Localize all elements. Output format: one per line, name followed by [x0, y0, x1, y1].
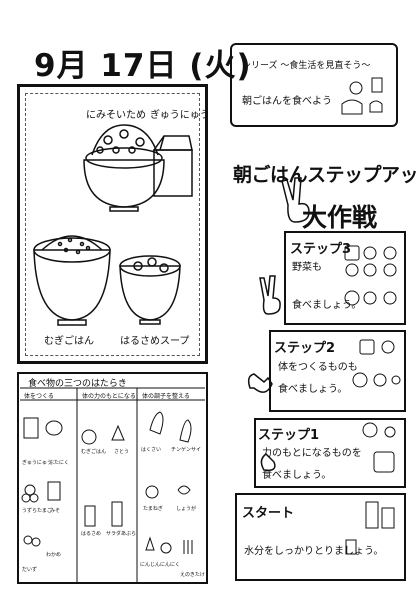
column-header: 体の力のもとになる [82, 393, 136, 400]
series-title: シリーズ 〜食生活を見直そう〜 [242, 61, 371, 71]
food-item: むぎごはん [81, 449, 107, 455]
food-item: うずらたまご [22, 508, 52, 514]
food-item: みそ [50, 508, 61, 514]
food-function-title: 食べ物の三つのはたらき [28, 379, 127, 389]
stir-fry-bowl-icon [83, 124, 165, 212]
step-text: 体をつくるものも [278, 362, 358, 373]
campaign-subtitle: 大作戦 [302, 203, 378, 232]
step-title: ステップ2 [274, 341, 336, 356]
breakfast-food-icons [341, 77, 383, 115]
series-subtitle: 朝ごはんを食べよう [242, 96, 332, 107]
food-item: サラダあぶら [106, 531, 137, 537]
column-header: 体をつくる [24, 393, 54, 400]
food-item: たまねぎ [143, 506, 163, 512]
step-text: 食べましょう。 [278, 384, 348, 395]
food-item: だいず [22, 567, 38, 573]
milk-carton-icon [152, 135, 193, 197]
food-table-icons [21, 411, 193, 554]
menu-item-label: にみそいため [86, 110, 146, 121]
victory-hand-icon [281, 177, 310, 223]
food-item: えのきたけ [180, 572, 205, 578]
step-title: スタート [242, 506, 295, 521]
menu-inner-frame [25, 93, 200, 356]
food-item: はくさい [141, 447, 162, 453]
menu-frame [17, 84, 208, 364]
rice-bowl-icon [33, 235, 111, 326]
step-text: 水分をしっかりとりましょう。 [244, 546, 384, 557]
column-header: 体の調子を整える [142, 393, 190, 400]
step-text: 力のもとになるものを [262, 448, 362, 459]
food-item: チンゲンサイ [171, 447, 202, 453]
hand-gesture-icons [247, 275, 281, 472]
food-item: ぶたにく [49, 460, 69, 466]
food-item: さとう [114, 449, 130, 455]
step-text: 食べましょう。 [292, 300, 362, 311]
soup-bowl-icon [119, 255, 181, 325]
menu-item-label: ぎゅうにゅう [150, 110, 210, 121]
menu-item-label: はるさめスープ [120, 336, 190, 347]
food-item: はるさめ [81, 531, 102, 537]
campaign-title: 朝ごはんステップアップ [233, 164, 420, 186]
step-title: ステップ1 [258, 428, 320, 443]
food-table-grid [20, 387, 205, 582]
step-text: 野菜も [292, 262, 322, 273]
food-item: しょうが [176, 506, 197, 512]
series-frame [230, 43, 398, 127]
staircase [235, 231, 406, 581]
step-food-icons [344, 245, 401, 555]
food-item: にんにく [160, 562, 180, 568]
food-item: ぎゅうにゅう [22, 460, 52, 466]
food-item: わかめ [46, 552, 62, 558]
food-function-frame [17, 372, 208, 584]
step-text: 食べましょう。 [262, 470, 332, 481]
date-heading: 9月 17日 (火) [34, 48, 252, 84]
menu-item-label: むぎごはん [44, 336, 94, 347]
step-title: ステップ3 [290, 242, 352, 257]
food-item: にんじん [140, 562, 161, 568]
